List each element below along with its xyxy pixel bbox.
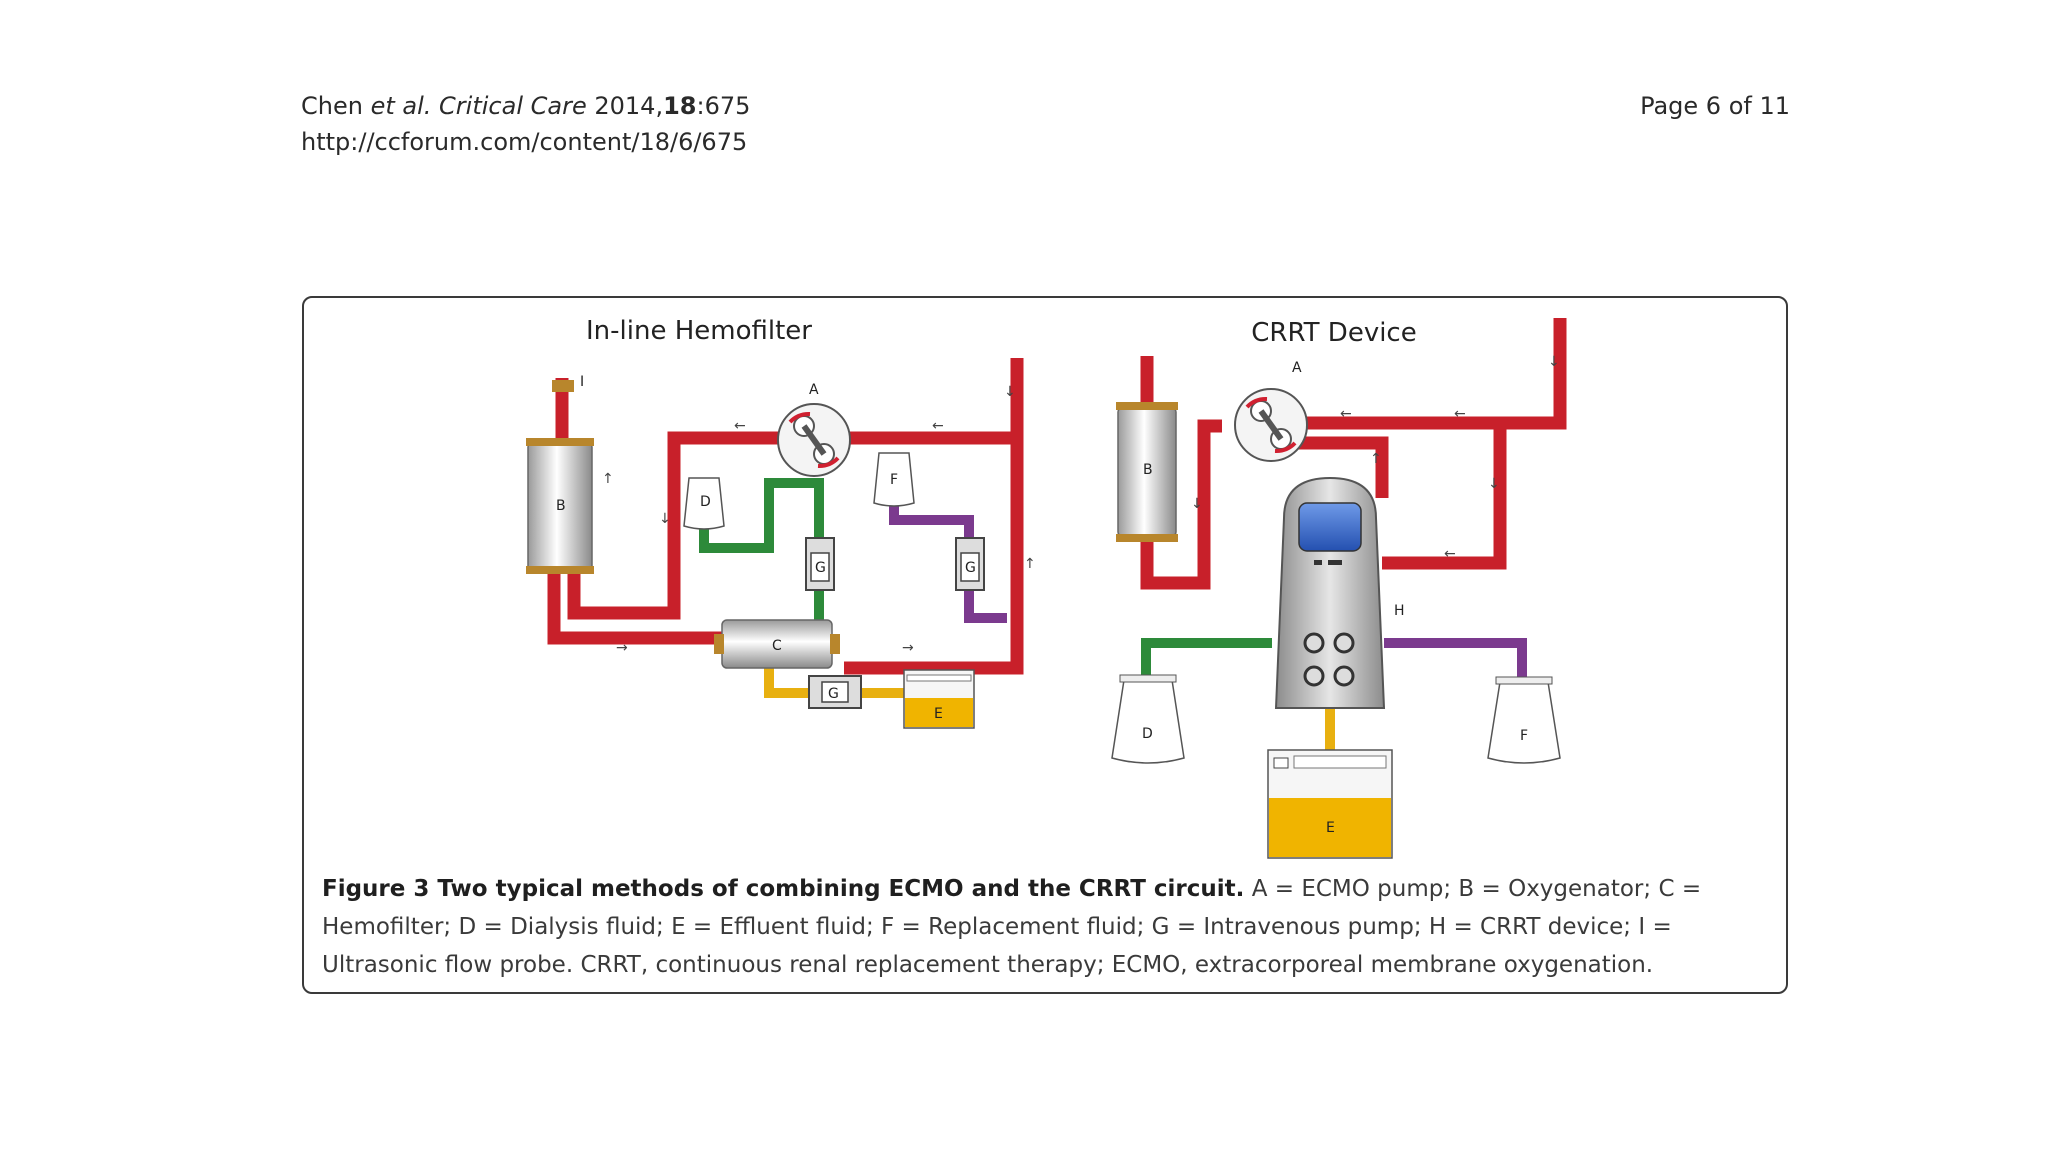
ecmo-crrt-diagram: In-line Hemofilter I B	[526, 316, 1567, 859]
crrt-blood-line-pump-to-oxy	[1140, 419, 1222, 590]
page-number: Page 6 of 11	[1640, 92, 1790, 120]
caption-title: Figure 3 Two typical methods of combinin…	[322, 876, 1245, 902]
svg-text:↑: ↑	[1370, 451, 1382, 467]
left-panel-title: In-line Hemofilter	[586, 316, 812, 346]
svg-text:←: ←	[1340, 406, 1352, 422]
label-B-right: B	[1143, 462, 1153, 478]
article-url[interactable]: http://ccforum.com/content/18/6/675	[301, 128, 748, 156]
label-I: I	[580, 374, 584, 390]
crrt-screen	[1298, 502, 1362, 552]
label-D-right: D	[1142, 726, 1153, 742]
svg-text:↓: ↓	[1191, 496, 1203, 512]
caption-body: A = ECMO pump; B = Oxygenator; C = Hemof…	[322, 876, 1702, 978]
blood-line-pump-out	[567, 431, 784, 620]
right-panel-title: CRRT Device	[1251, 318, 1416, 348]
article-number: :675	[696, 92, 751, 120]
crrt-blood-line-device-out	[1264, 436, 1389, 498]
label-D-left: D	[700, 494, 711, 510]
crrt-blood-line-top	[1282, 318, 1567, 430]
ecmo-pump-right	[1234, 388, 1308, 462]
effluent-bag-right: E	[1267, 749, 1393, 859]
svg-text:↓: ↓	[1488, 476, 1500, 492]
label-A-right: A	[1292, 360, 1302, 376]
running-header: Chen et al. Critical Care 2014,18:675 ht…	[301, 88, 750, 160]
svg-text:↓: ↓	[1004, 384, 1016, 400]
label-C: C	[772, 638, 782, 654]
svg-text:↓: ↓	[659, 511, 671, 527]
label-H: H	[1394, 603, 1405, 619]
label-F-right: F	[1520, 728, 1528, 744]
blood-line-to-hemofilter	[547, 568, 722, 645]
svg-text:←: ←	[1444, 546, 1456, 562]
label-F-left: F	[890, 472, 898, 488]
year: 2014,	[594, 92, 664, 120]
svg-text:→: →	[902, 640, 914, 656]
journal-name: Critical Care	[439, 92, 587, 120]
effluent-bag-left: E	[903, 669, 975, 729]
svg-text:↑: ↑	[602, 471, 614, 487]
crrt-device	[1274, 476, 1386, 709]
replacement-bag-left	[873, 452, 915, 507]
replacement-line-to-return	[964, 588, 1007, 623]
svg-text:←: ←	[734, 418, 746, 434]
svg-text:→: →	[616, 640, 628, 656]
ecmo-pump-left	[777, 403, 851, 477]
figure-3: In-line Hemofilter I B	[302, 296, 1788, 994]
svg-text:E: E	[934, 706, 943, 722]
iv-pump-left-1: G	[805, 537, 835, 591]
svg-text:↓: ↓	[1548, 354, 1560, 370]
crrt-replacement-line	[1384, 638, 1527, 680]
blood-line-top	[844, 358, 1024, 675]
dialysis-line-left	[699, 478, 824, 553]
svg-text:↑: ↑	[1024, 556, 1036, 572]
label-B-left: B	[556, 498, 566, 514]
label-A-left: A	[809, 382, 819, 398]
svg-text:E: E	[1326, 820, 1335, 836]
replacement-bag-right	[1487, 681, 1561, 764]
et-al: et al.	[370, 92, 432, 120]
crrt-dialysis-line	[1141, 638, 1272, 678]
replacement-line-left	[889, 503, 974, 538]
citation-line: Chen et al. Critical Care 2014,18:675	[301, 88, 750, 124]
effluent-line-left	[764, 658, 814, 698]
author: Chen	[301, 92, 363, 120]
svg-text:←: ←	[1454, 406, 1466, 422]
svg-text:G: G	[828, 686, 839, 702]
crrt-blood-line-device-in	[1382, 423, 1507, 570]
svg-text:←: ←	[932, 418, 944, 434]
dialysis-bag-right	[1111, 679, 1185, 764]
volume: 18	[663, 92, 697, 120]
iv-pump-left-2: G	[955, 537, 985, 591]
svg-text:G: G	[965, 560, 976, 576]
flow-probe	[552, 380, 574, 392]
iv-pump-left-3: G	[808, 675, 862, 709]
figure-caption: Figure 3 Two typical methods of combinin…	[322, 870, 1774, 984]
dialysis-bag-left	[683, 477, 725, 530]
svg-text:G: G	[815, 560, 826, 576]
